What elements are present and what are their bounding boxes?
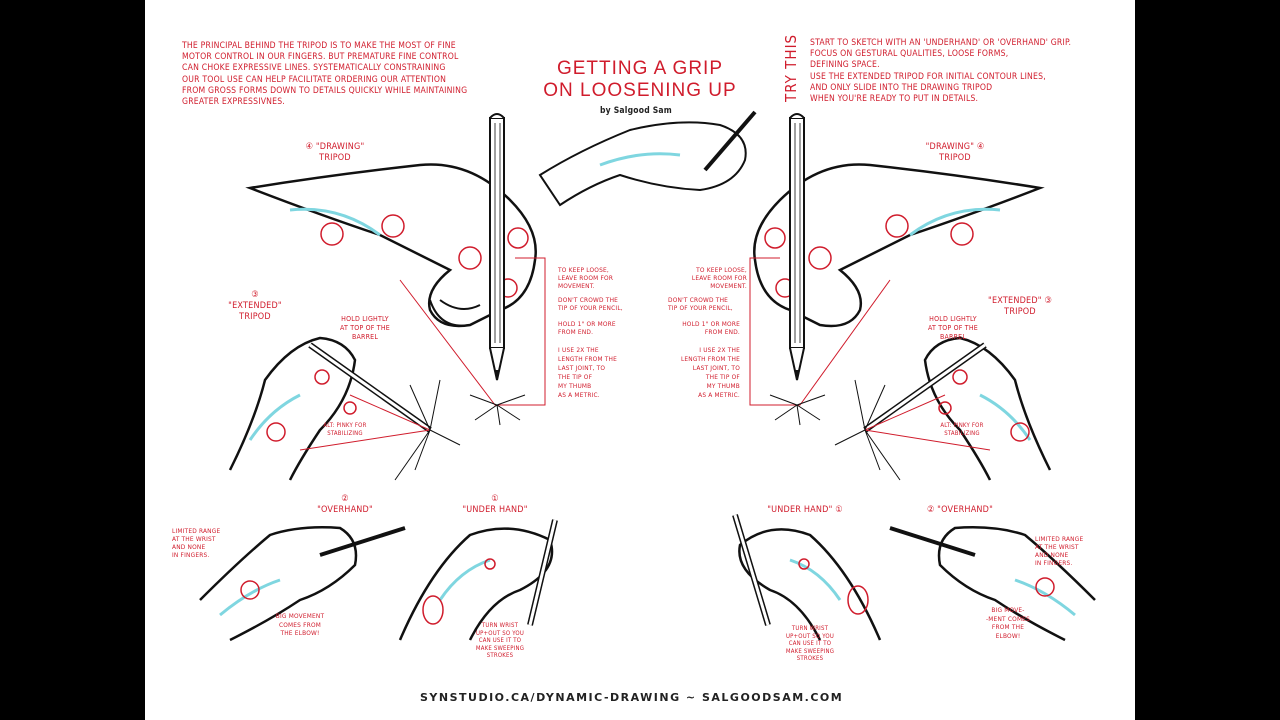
underhand-left-sketch [398, 519, 558, 641]
title-line-1: Getting a Grip [556, 58, 724, 79]
note-keep-loose-right: To keep loose, leave room for movement. [691, 266, 747, 290]
try-this-heading: Try This [782, 33, 800, 102]
label-extended-tripod-left: ③ "Extended" tripod [228, 290, 282, 322]
label-big-movement-right: Big move- -ment comes from the elbow! [986, 606, 1030, 640]
note-dont-crowd-right: Don't crowd the tip of your pencil, [668, 296, 733, 312]
label-hold-lightly-left: Hold lightly at top of the barrel [340, 315, 390, 341]
label-hold-lightly-right: Hold lightly at top of the barrel [928, 315, 978, 341]
label-underhand-left: ① "Under hand" [462, 494, 528, 515]
intro-paragraph: The principal behind the tripod is to ma… [182, 41, 468, 108]
illustration-sheet [145, 0, 1135, 720]
underhand-right-sketch [732, 514, 882, 641]
drawing-tripod-right-sketch [749, 113, 1045, 426]
label-limited-range-right: Limited range at the wrist and none in f… [1035, 535, 1084, 567]
label-extended-tripod-right: "Extended" ③ tripod [988, 296, 1052, 317]
label-turn-wrist-left: Turn wrist up+out so you can use it to m… [475, 622, 525, 659]
label-underhand-right: "Under hand" ① [767, 505, 843, 515]
note-hold-inch-left: Hold 1" or more from end. [558, 320, 616, 336]
try-this-text: Start to sketch with an 'underhand' or '… [810, 38, 1072, 105]
note-keep-loose-left: To keep loose, leave room for movement. [558, 266, 614, 290]
extended-tripod-left-sketch [228, 336, 461, 481]
extended-tripod-right-sketch [834, 336, 1052, 481]
label-alt-pinky-left: Alt: pinky for stabilizing [323, 422, 367, 437]
label-limited-range-left: Limited range at the wrist and none in f… [172, 527, 221, 559]
overhand-right-sketch [889, 526, 1096, 642]
label-big-movement-left: Big movement comes from the elbow! [275, 612, 325, 637]
note-metric-left: I use 2x the length from the last joint,… [558, 346, 618, 399]
label-drawing-tripod-right: "Drawing" ④ tripod [925, 142, 985, 163]
label-overhand-left: ② "Overhand" [317, 494, 373, 515]
footer-credits: SYNSTUDIO.CA/DYNAMIC-DRAWING ~ SALGOODSA… [420, 691, 844, 704]
label-overhand-right: ② "Overhand" [926, 505, 994, 515]
label-drawing-tripod-left: ④ "Drawing" tripod [305, 142, 365, 163]
note-hold-inch-right: Hold 1" or more from end. [682, 320, 740, 336]
note-metric-right: I use 2x the length from the last joint,… [680, 346, 740, 399]
top-hand-sketch [538, 110, 757, 207]
drawing-tripod-left-sketch [245, 113, 546, 426]
overhand-left-sketch [199, 526, 406, 642]
byline: by Salgood Sam [600, 106, 672, 116]
title-line-2: on Loosening Up [543, 80, 737, 101]
note-dont-crowd-left: Don't crowd the tip of your pencil, [558, 296, 623, 312]
label-turn-wrist-right: Turn wrist up+out so you can use it to m… [785, 625, 835, 662]
label-alt-pinky-right: Alt: pinky for stabilizing [940, 422, 984, 437]
